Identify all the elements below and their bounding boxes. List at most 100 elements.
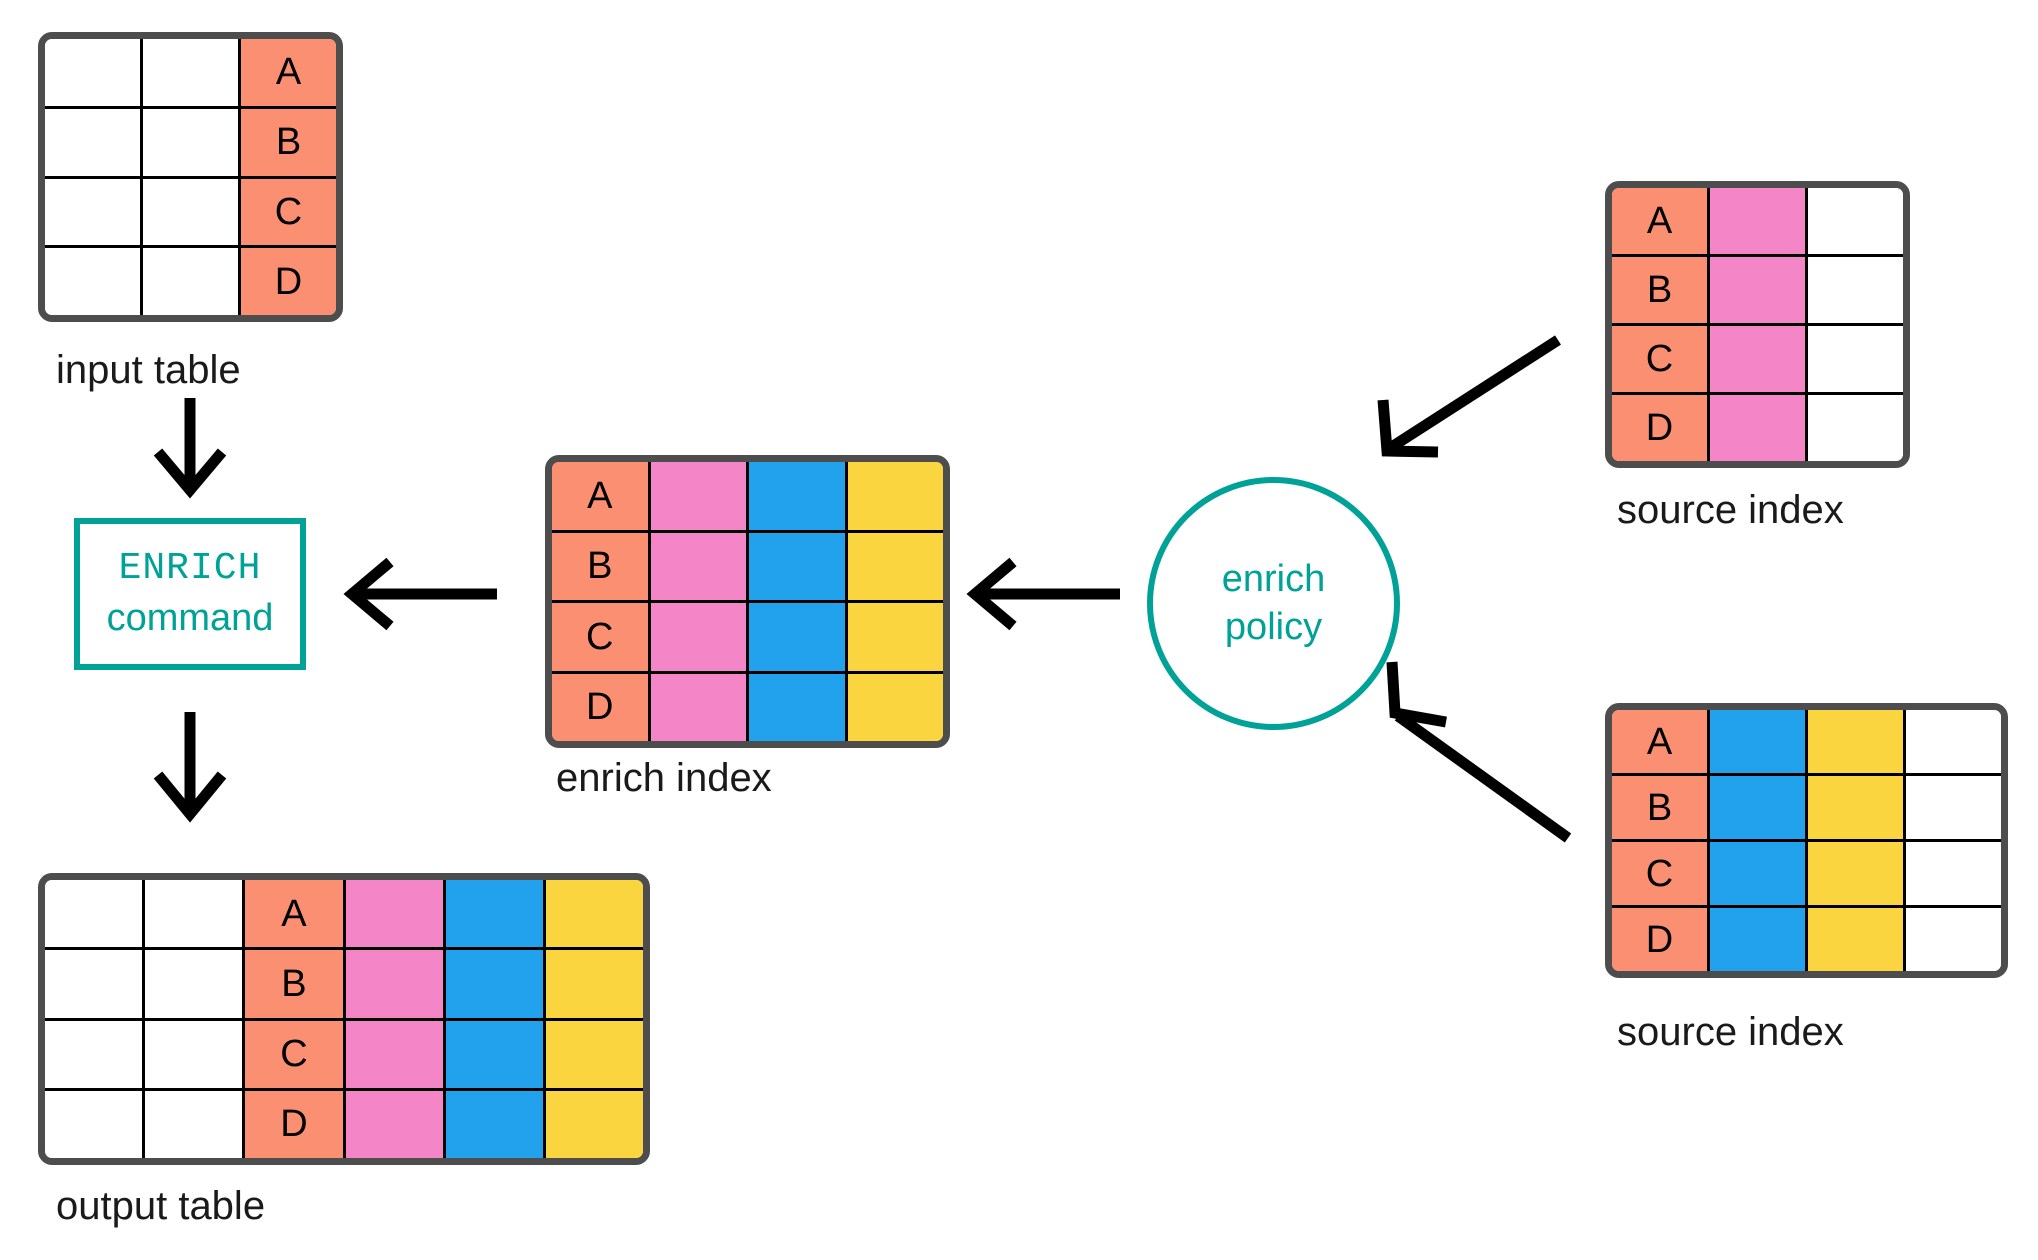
table-cell xyxy=(342,880,443,948)
arrow-source-bottom-to-policy xyxy=(1386,661,1572,843)
enrich-policy-node[interactable]: enrich policy xyxy=(1147,477,1400,730)
table-cell xyxy=(442,880,543,948)
table-cell xyxy=(442,1090,543,1158)
table-cell xyxy=(45,248,140,315)
table-cell xyxy=(746,603,845,671)
table-cell xyxy=(1707,842,1805,905)
table-cell xyxy=(342,1090,443,1158)
table-cell xyxy=(142,1090,243,1158)
table-cell xyxy=(140,248,238,315)
table-row: C xyxy=(1612,839,2001,905)
table-cell xyxy=(746,462,845,530)
arrow-input-to-command xyxy=(153,398,227,499)
table-cell xyxy=(542,1090,643,1158)
table-cell xyxy=(746,532,845,600)
table-cell xyxy=(647,673,746,741)
table-cell-key: B xyxy=(1612,257,1707,323)
table-cell xyxy=(140,108,238,176)
table-cell xyxy=(542,1020,643,1088)
table-cell xyxy=(140,39,238,106)
table-cell xyxy=(1707,326,1805,392)
table-cell xyxy=(647,532,746,600)
table-cell xyxy=(342,1020,443,1088)
arrow-command-to-output xyxy=(153,712,227,823)
table-cell-key: D xyxy=(238,248,336,315)
table-cell xyxy=(542,880,643,948)
table-cell-key: B xyxy=(552,532,648,600)
table-cell-key: A xyxy=(1612,710,1707,773)
table-cell xyxy=(142,950,243,1018)
table-cell xyxy=(45,1090,143,1158)
table-cell-key: D xyxy=(242,1090,343,1158)
table-row: B xyxy=(552,529,943,600)
enrich-command-box[interactable]: ENRICH command xyxy=(74,518,306,670)
table-cell xyxy=(1805,842,1903,905)
table-row: C xyxy=(1612,323,1903,392)
table-cell xyxy=(45,880,143,948)
table-cell-key: C xyxy=(1612,842,1707,905)
table-cell xyxy=(1805,776,1903,839)
table-cell-key: C xyxy=(238,178,336,246)
table-cell-key: B xyxy=(242,950,343,1018)
table-cell xyxy=(342,950,443,1018)
table-row: A xyxy=(1612,710,2001,773)
table-cell xyxy=(542,950,643,1018)
table-cell xyxy=(45,108,140,176)
source-index-top-table: A B C D xyxy=(1605,181,1910,468)
table-row: D xyxy=(1612,905,2001,971)
table-cell-key: D xyxy=(552,673,648,741)
table-cell xyxy=(142,880,243,948)
table-cell xyxy=(746,673,845,741)
table-row: A xyxy=(45,39,336,106)
table-cell xyxy=(844,603,943,671)
table-cell xyxy=(45,178,140,246)
arrow-enrich-index-to-command xyxy=(343,557,497,631)
table-row: B xyxy=(1612,254,1903,323)
table-cell-key: A xyxy=(552,462,648,530)
table-cell xyxy=(140,178,238,246)
table-cell xyxy=(1805,326,1903,392)
table-row: C xyxy=(45,175,336,246)
table-cell xyxy=(442,950,543,1018)
table-cell xyxy=(1805,257,1903,323)
table-cell xyxy=(45,950,143,1018)
table-cell xyxy=(45,39,140,106)
table-cell-key: A xyxy=(238,39,336,106)
table-cell-key: A xyxy=(242,880,343,948)
table-cell xyxy=(1707,776,1805,839)
table-cell xyxy=(844,673,943,741)
input-table: A B C D xyxy=(38,32,343,322)
table-cell-key: B xyxy=(1612,776,1707,839)
table-row: A xyxy=(45,880,643,948)
enrich-index-table: A B C D xyxy=(545,455,950,748)
table-row: D xyxy=(45,245,336,315)
table-cell-key: B xyxy=(238,108,336,176)
table-row: B xyxy=(45,105,336,176)
table-cell xyxy=(1707,257,1805,323)
table-row: C xyxy=(45,1017,643,1088)
table-cell xyxy=(45,1020,143,1088)
table-cell xyxy=(1805,908,1903,971)
table-cell xyxy=(1707,908,1805,971)
table-cell xyxy=(647,603,746,671)
input-table-label: input table xyxy=(56,348,241,392)
table-cell-key: D xyxy=(1612,908,1707,971)
table-row: D xyxy=(552,670,943,741)
table-cell xyxy=(1805,710,1903,773)
table-cell xyxy=(844,532,943,600)
table-cell-key: C xyxy=(1612,326,1707,392)
enrich-command-keyword: ENRICH xyxy=(118,547,262,591)
enrich-policy-line2: policy xyxy=(1224,605,1323,648)
table-cell xyxy=(1707,188,1805,254)
table-cell xyxy=(647,462,746,530)
table-row: C xyxy=(552,600,943,671)
output-table: A B C D xyxy=(38,873,650,1165)
table-row: B xyxy=(1612,773,2001,839)
table-row: A xyxy=(1612,188,1903,254)
table-cell xyxy=(1805,395,1903,461)
table-cell-key: C xyxy=(242,1020,343,1088)
enrich-policy-line1: enrich xyxy=(1221,557,1326,600)
source-index-bottom-table: A B C D xyxy=(1605,703,2008,978)
table-cell xyxy=(1903,776,2001,839)
table-row: D xyxy=(45,1087,643,1158)
